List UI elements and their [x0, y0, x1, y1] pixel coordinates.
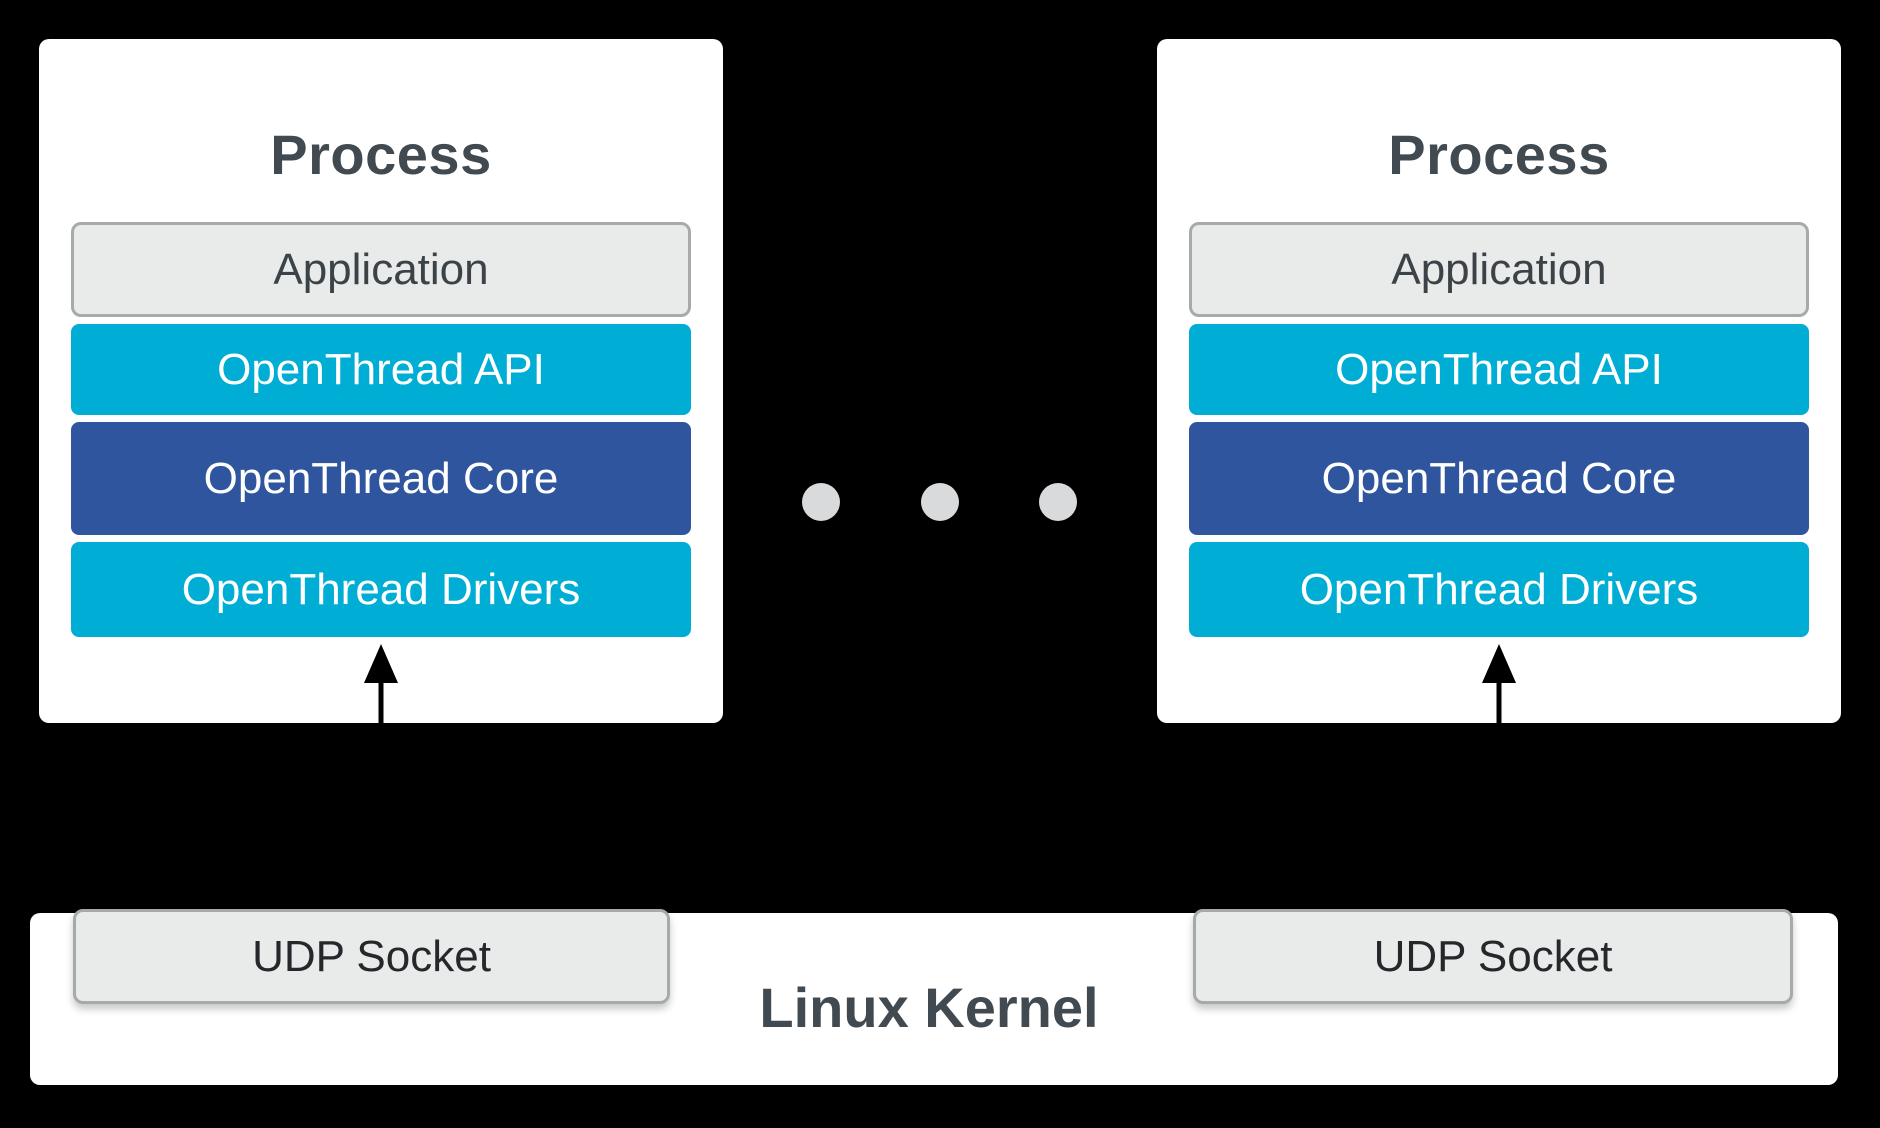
up-arrow-shaft — [1496, 681, 1502, 723]
linux-kernel-bar: UDP Socket UDP Socket Linux Kernel — [30, 909, 1838, 1085]
layer-stack: Application OpenThread API OpenThread Co… — [1189, 222, 1809, 637]
udp-socket-box-left: UDP Socket — [73, 909, 670, 1004]
layer-stack: Application OpenThread API OpenThread Co… — [71, 222, 691, 637]
process-card-left: Process Application OpenThread API OpenT… — [39, 39, 723, 723]
openthread-core-layer: OpenThread Core — [1189, 422, 1809, 535]
openthread-drivers-layer: OpenThread Drivers — [71, 542, 691, 637]
ellipsis-dot — [1039, 483, 1077, 521]
udp-socket-box-right: UDP Socket — [1193, 909, 1793, 1004]
openthread-core-layer: OpenThread Core — [71, 422, 691, 535]
up-arrow-icon — [364, 644, 398, 683]
ellipsis-dot — [921, 483, 959, 521]
up-arrow-shaft — [378, 681, 384, 723]
openthread-drivers-layer: OpenThread Drivers — [1189, 542, 1809, 637]
process-title: Process — [270, 123, 492, 186]
openthread-api-layer: OpenThread API — [1189, 324, 1809, 415]
application-layer: Application — [71, 222, 691, 317]
up-arrow-icon — [1482, 644, 1516, 683]
openthread-api-layer: OpenThread API — [71, 324, 691, 415]
linux-kernel-label: Linux Kernel — [759, 976, 1099, 1039]
process-card-right: Process Application OpenThread API OpenT… — [1157, 39, 1841, 723]
ellipsis-dot — [802, 483, 840, 521]
application-layer: Application — [1189, 222, 1809, 317]
process-title: Process — [1388, 123, 1610, 186]
